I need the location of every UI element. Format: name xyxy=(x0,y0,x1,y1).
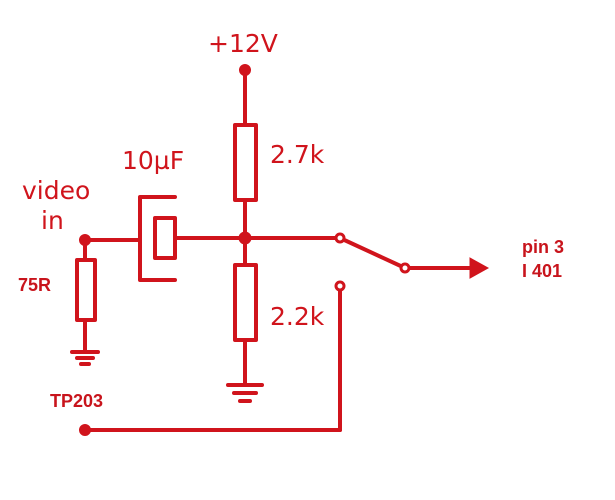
label-supply: +12V xyxy=(208,29,278,58)
label-output-ic: I 401 xyxy=(522,261,563,281)
switch-common-contact xyxy=(334,232,346,244)
resistor-upper-body xyxy=(233,123,258,202)
switch-blade xyxy=(338,236,407,270)
capacitor-inner-plate xyxy=(153,216,177,260)
resistor-lower-body xyxy=(233,263,258,342)
label-output-pin: pin 3 xyxy=(522,237,565,257)
switch-lower-contact xyxy=(334,280,346,292)
switch-pivot xyxy=(399,262,411,274)
terminal-supply xyxy=(239,64,251,76)
terminal-video-in xyxy=(79,234,91,246)
arrow-right-icon xyxy=(469,257,490,279)
label-test-point: TP203 xyxy=(50,391,104,411)
capacitor-bracket-plate xyxy=(138,195,177,282)
label-in: in xyxy=(41,206,64,235)
label-video: video xyxy=(22,176,91,205)
ground-icon xyxy=(226,383,264,403)
label-resistor-termination: 75R xyxy=(18,275,52,295)
resistor-termination-body xyxy=(75,258,97,322)
label-resistor-upper: 2.7k xyxy=(270,140,325,169)
label-resistor-lower: 2.2k xyxy=(270,302,325,331)
terminal-tp203 xyxy=(79,424,91,436)
junction-node xyxy=(238,231,252,245)
ground-icon xyxy=(70,350,100,366)
label-capacitor: 10µF xyxy=(122,146,185,175)
